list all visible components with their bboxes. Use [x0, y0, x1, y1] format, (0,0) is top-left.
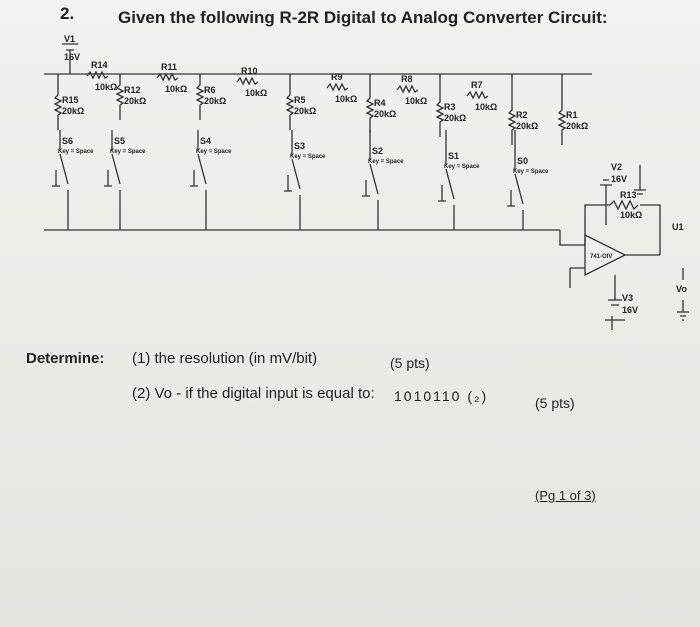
v3-value: 16V — [622, 305, 638, 315]
opamp-model: 741-OIV — [590, 254, 612, 260]
switch-name: S5 — [114, 136, 125, 146]
shunt-resistor-r15 — [53, 74, 63, 130]
switch-name: S6 — [62, 136, 73, 146]
switch-ground-s2 — [362, 180, 370, 197]
shunt-resistor-value: 20kΩ — [444, 113, 466, 123]
v2-value: 16V — [611, 174, 627, 184]
switch-key: Key = Space — [513, 169, 549, 175]
shunt-resistor-name: R3 — [444, 102, 456, 112]
switch-key: Key = Space — [110, 149, 146, 155]
switch-key: Key = Space — [196, 149, 232, 155]
digital-input-value: 1010110 (₂) — [394, 388, 489, 404]
v1-label: V1 — [64, 34, 75, 44]
shunt-resistor-r2 — [507, 74, 517, 145]
switch-name: S1 — [448, 151, 459, 161]
switch-key: Key = Space — [444, 164, 480, 170]
switch-s2 — [369, 130, 379, 230]
shunt-resistor-value: 20kΩ — [124, 96, 146, 106]
output-label: Vo — [676, 284, 687, 294]
feedback-resistor-name: R13 — [620, 190, 637, 200]
shunt-resistor-name: R12 — [124, 85, 141, 95]
series-resistor-r8 — [396, 84, 419, 94]
question-number: 2. — [60, 4, 75, 23]
series-resistor-value: 10kΩ — [405, 96, 427, 106]
shunt-resistor-value: 20kΩ — [62, 106, 84, 116]
switch-ground-s6 — [52, 170, 60, 187]
question-item-2-points: (5 pts) — [535, 395, 575, 411]
series-resistor-r9 — [326, 82, 349, 92]
series-resistor-value: 10kΩ — [165, 84, 187, 94]
switch-key: Key = Space — [58, 149, 94, 155]
shunt-resistor-r1 — [557, 74, 567, 145]
switch-s1 — [445, 130, 455, 230]
switch-name: S2 — [372, 146, 383, 156]
v1-value: 16V — [64, 52, 80, 62]
v2-label: V2 — [611, 162, 622, 172]
series-resistor-name: R7 — [471, 80, 483, 90]
shunt-resistor-name: R4 — [374, 98, 386, 108]
series-resistor-name: R8 — [401, 74, 413, 84]
shunt-resistor-r5 — [285, 74, 295, 130]
shunt-resistor-name: R6 — [204, 85, 216, 95]
shunt-resistor-name: R15 — [62, 95, 79, 105]
shunt-resistor-value: 20kΩ — [204, 96, 226, 106]
series-resistor-value: 10kΩ — [245, 88, 267, 98]
shunt-resistor-r3 — [435, 74, 445, 137]
series-resistor-r7 — [466, 90, 489, 100]
switch-name: S0 — [517, 156, 528, 166]
switch-s3 — [291, 130, 301, 230]
series-resistor-value: 10kΩ — [95, 82, 117, 92]
question-title: Given the following R-2R Digital to Anal… — [118, 8, 608, 27]
shunt-resistor-value: 20kΩ — [294, 106, 316, 116]
question-item-2-text: (2) Vo - if the digital input is equal t… — [132, 385, 375, 402]
switch-name: S4 — [200, 136, 211, 146]
shunt-resistor-r6 — [195, 74, 205, 120]
switch-ground-s3 — [284, 175, 292, 192]
series-resistor-name: R9 — [331, 72, 343, 82]
switch-s6 — [59, 130, 69, 230]
opamp-name: U1 — [672, 222, 684, 232]
shunt-resistor-value: 20kΩ — [566, 121, 588, 131]
switch-s0 — [514, 130, 524, 230]
r2r-dac-circuit-diagram: V1 16V V2 16V V3 16V R14 10kΩ R11 10kΩ R10 10kΩ R9 10… — [44, 34, 689, 330]
question-item-1-text: (1) the resolution (in mV/bit) — [132, 350, 318, 367]
v3-label: V3 — [622, 293, 633, 303]
series-resistor-r14 — [86, 70, 109, 80]
feedback-resistor-value: 10kΩ — [620, 210, 642, 220]
series-resistor-name: R14 — [91, 60, 108, 70]
shunt-resistor-r12 — [115, 74, 125, 120]
switch-s4 — [197, 130, 207, 230]
switch-ground-s0 — [507, 190, 515, 207]
switch-name: S3 — [294, 141, 305, 151]
shunt-resistor-value: 20kΩ — [516, 121, 538, 131]
shunt-resistor-name: R1 — [566, 110, 578, 120]
switch-key: Key = Space — [368, 159, 404, 165]
question-item-1-points: (5 pts) — [390, 355, 430, 371]
shunt-resistor-value: 20kΩ — [374, 109, 396, 119]
switch-ground-s4 — [190, 170, 198, 187]
page-number: (Pg 1 of 3) — [535, 488, 596, 503]
series-resistor-name: R10 — [241, 66, 258, 76]
shunt-resistor-name: R5 — [294, 95, 306, 105]
series-resistor-r10 — [236, 76, 259, 86]
shunt-resistor-r4 — [365, 74, 375, 133]
switch-ground-s1 — [438, 185, 446, 202]
series-resistor-name: R11 — [161, 62, 177, 72]
switch-ground-s5 — [104, 170, 112, 187]
determine-label: Determine: — [26, 350, 105, 367]
shunt-resistor-name: R2 — [516, 110, 528, 120]
series-resistor-value: 10kΩ — [475, 102, 497, 112]
series-resistor-value: 10kΩ — [335, 94, 357, 104]
switch-key: Key = Space — [290, 154, 326, 160]
switch-s5 — [111, 130, 121, 230]
series-resistor-r11 — [156, 72, 179, 82]
